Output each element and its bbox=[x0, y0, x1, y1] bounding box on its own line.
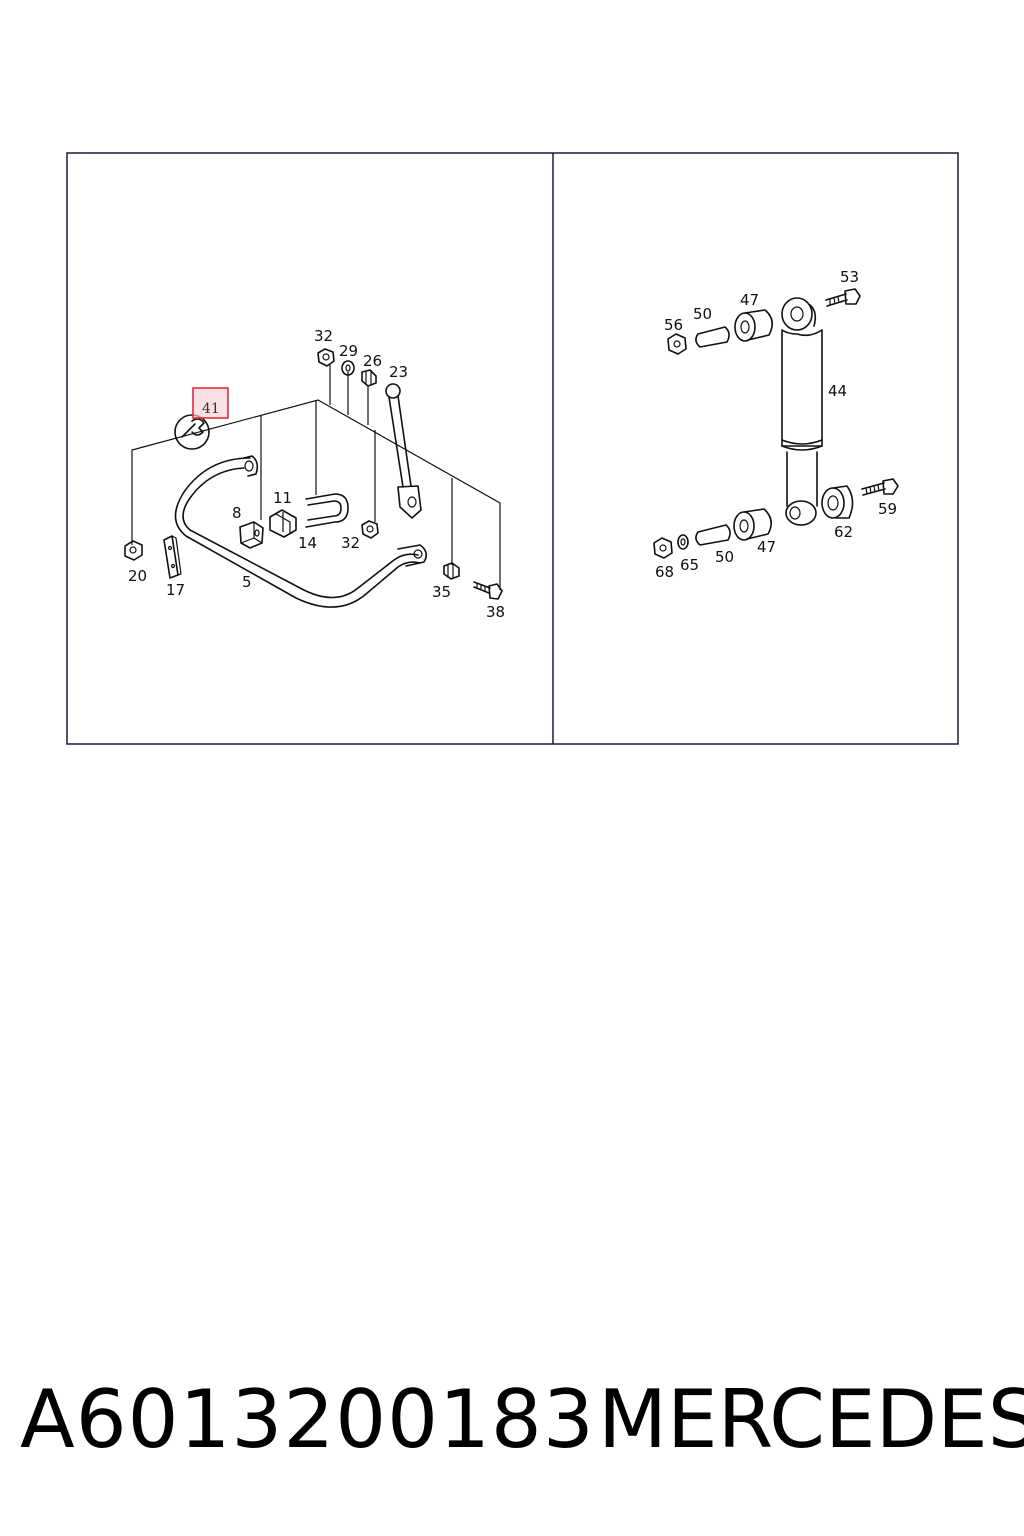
callout-35[interactable]: 35 bbox=[432, 583, 451, 601]
callout-32-bottom[interactable]: 32 bbox=[341, 534, 360, 552]
callout-53[interactable]: 53 bbox=[840, 268, 859, 286]
diagram-frame bbox=[66, 152, 959, 745]
callout-38[interactable]: 38 bbox=[486, 603, 505, 621]
callout-50-bottom[interactable]: 50 bbox=[715, 548, 734, 566]
u-bolt-11-icon bbox=[305, 493, 349, 528]
part-number: A6013200183 bbox=[20, 1373, 595, 1466]
callout-50-top[interactable]: 50 bbox=[693, 305, 712, 323]
washer-65-icon bbox=[677, 534, 689, 550]
callout-47-bottom[interactable]: 47 bbox=[757, 538, 776, 556]
bolt-38-icon bbox=[473, 581, 503, 600]
callout-47-top[interactable]: 47 bbox=[740, 291, 759, 309]
bushing-26-icon bbox=[361, 369, 377, 387]
callout-59[interactable]: 59 bbox=[878, 500, 897, 518]
shock-absorber-44-icon bbox=[781, 297, 823, 526]
callout-26[interactable]: 26 bbox=[363, 352, 382, 370]
callout-32-top[interactable]: 32 bbox=[314, 327, 333, 345]
sleeve-50-bottom-icon bbox=[695, 524, 731, 546]
bushing-35-icon bbox=[443, 562, 460, 580]
nut-20-icon bbox=[124, 540, 143, 561]
wrench-icon bbox=[174, 414, 210, 450]
callout-56[interactable]: 56 bbox=[664, 316, 683, 334]
stabilizer-bar-5-icon bbox=[174, 455, 428, 608]
nut-32-icon bbox=[317, 348, 335, 367]
callout-17[interactable]: 17 bbox=[166, 581, 185, 599]
nut-68-icon bbox=[653, 537, 673, 559]
bolt-53-icon bbox=[825, 288, 861, 307]
callout-14[interactable]: 14 bbox=[298, 534, 317, 552]
spacer-62-icon bbox=[821, 485, 854, 519]
leader-bracket bbox=[131, 399, 501, 590]
sleeve-50-top-icon bbox=[695, 326, 730, 348]
callout-62[interactable]: 62 bbox=[834, 523, 853, 541]
right-panel: 53 47 50 56 44 59 62 68 65 50 47 bbox=[653, 268, 899, 581]
callout-65[interactable]: 65 bbox=[680, 556, 699, 574]
bushing-47-top-icon bbox=[734, 309, 773, 342]
bushing-47-bottom-icon bbox=[733, 508, 772, 541]
footer-caption: A6013200183 MERCEDES bbox=[0, 1355, 1024, 1485]
callout-23[interactable]: 23 bbox=[389, 363, 408, 381]
clamp-14-icon bbox=[269, 509, 297, 538]
left-panel: 32 29 26 23 41 11 8 14 32 20 17 5 35 38 bbox=[124, 327, 505, 621]
callout-5[interactable]: 5 bbox=[242, 573, 252, 591]
mount-8-icon bbox=[239, 521, 264, 549]
callout-44[interactable]: 44 bbox=[828, 382, 847, 400]
washer-29-icon bbox=[341, 360, 355, 376]
brand-name: MERCEDES bbox=[598, 1373, 1024, 1466]
callout-29[interactable]: 29 bbox=[339, 342, 358, 360]
bolt-59-icon bbox=[861, 478, 899, 496]
callout-41[interactable]: 41 bbox=[202, 401, 220, 417]
callout-11[interactable]: 11 bbox=[273, 489, 292, 507]
nut-56-icon bbox=[667, 333, 687, 355]
callout-20[interactable]: 20 bbox=[128, 567, 147, 585]
callout-41-highlight[interactable] bbox=[192, 387, 229, 419]
bracket-17-icon bbox=[163, 535, 182, 579]
nut-32b-icon bbox=[361, 520, 379, 539]
link-rod-23-icon bbox=[385, 383, 422, 519]
callout-68[interactable]: 68 bbox=[655, 563, 674, 581]
callout-8[interactable]: 8 bbox=[232, 504, 242, 522]
parts-diagram: 32 29 26 23 41 11 8 14 32 20 17 5 35 38 bbox=[66, 152, 959, 745]
